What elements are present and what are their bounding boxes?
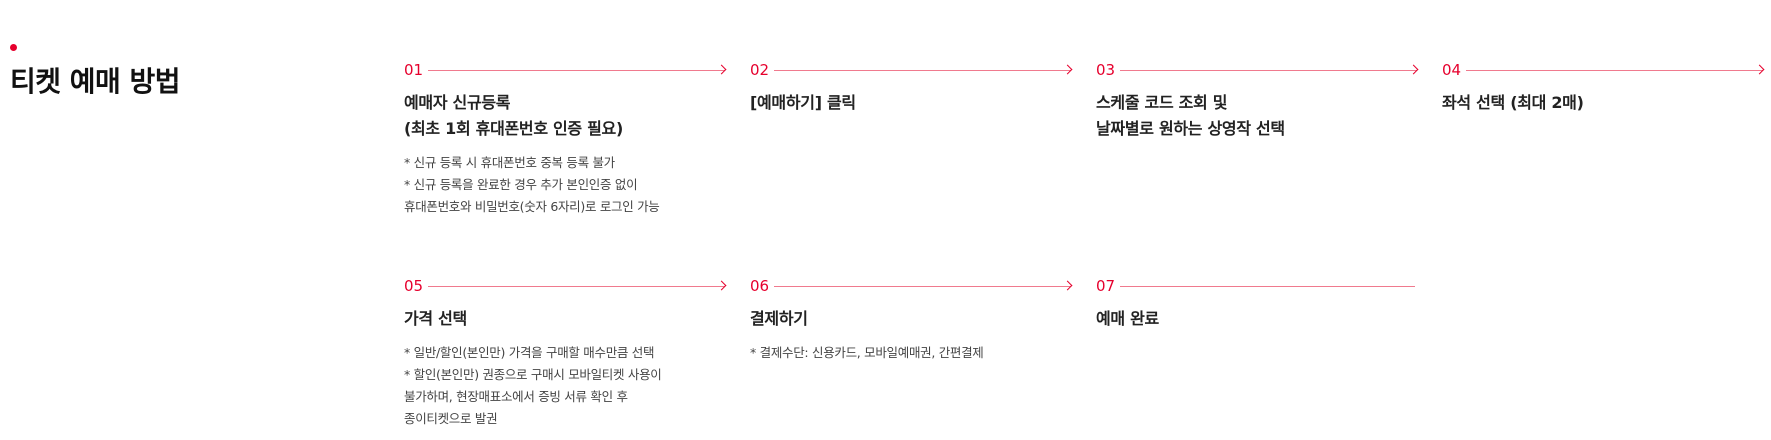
step-notes: * 결제수단: 신용카드, 모바일예매권, 간편결제	[750, 342, 1071, 364]
step-header: 03	[1096, 60, 1419, 80]
step-title: 좌석 선택 (최대 2매)	[1442, 90, 1763, 116]
step-title-line: 가격 선택	[404, 309, 467, 328]
step-connector	[428, 280, 727, 290]
step-title: 가격 선택	[404, 306, 725, 332]
step-title-line: 결제하기	[750, 309, 808, 328]
step-header: 01	[404, 60, 727, 80]
step-number: 07	[1096, 277, 1116, 295]
step-note: * 할인(본인만) 권종으로 구매시 모바일티켓 사용이	[404, 367, 662, 382]
step-note: 휴대폰번호와 비밀번호(숫자 6자리)로 로그인 가능	[404, 199, 660, 214]
step-note: * 일반/할인(본인만) 가격을 구매할 매수만큼 선택	[404, 345, 655, 360]
step-number: 05	[404, 277, 424, 295]
arrow-right-icon	[1062, 280, 1073, 290]
arrow-right-icon	[716, 280, 727, 290]
step-notes: * 일반/할인(본인만) 가격을 구매할 매수만큼 선택 * 할인(본인만) 권…	[404, 342, 725, 430]
step-04: 04 좌석 선택 (최대 2매)	[1442, 60, 1765, 116]
arrow-right-icon	[1408, 64, 1419, 74]
step-title-line: 예매자 신규등록	[404, 93, 511, 112]
step-connector	[774, 64, 1073, 74]
step-connector	[774, 280, 1073, 290]
step-number: 04	[1442, 61, 1462, 79]
step-note: * 결제수단: 신용카드, 모바일예매권, 간편결제	[750, 345, 984, 360]
accent-dot	[10, 44, 17, 51]
step-header: 04	[1442, 60, 1765, 80]
step-header: 06	[750, 276, 1073, 296]
step-title-line: (최초 1회 휴대폰번호 인증 필요)	[404, 119, 623, 138]
step-note: 불가하며, 현장매표소에서 증빙 서류 확인 후	[404, 389, 628, 404]
step-note: * 신규 등록 시 휴대폰번호 중복 등록 불가	[404, 155, 615, 170]
step-number: 02	[750, 61, 770, 79]
step-title-line: 날짜별로 원하는 상영작 선택	[1096, 119, 1285, 138]
step-header: 07	[1096, 276, 1415, 296]
step-03: 03 스케줄 코드 조회 및 날짜별로 원하는 상영작 선택	[1096, 60, 1419, 142]
step-connector	[428, 64, 727, 74]
step-number: 03	[1096, 61, 1116, 79]
step-05: 05 가격 선택 * 일반/할인(본인만) 가격을 구매할 매수만큼 선택 * …	[404, 276, 727, 430]
step-01: 01 예매자 신규등록 (최초 1회 휴대폰번호 인증 필요) * 신규 등록 …	[404, 60, 727, 218]
arrow-right-icon	[1754, 64, 1765, 74]
step-title: 스케줄 코드 조회 및 날짜별로 원하는 상영작 선택	[1096, 90, 1417, 142]
step-notes: * 신규 등록 시 휴대폰번호 중복 등록 불가 * 신규 등록을 완료한 경우…	[404, 152, 725, 218]
step-title: 예매 완료	[1096, 306, 1415, 332]
step-note: * 신규 등록을 완료한 경우 추가 본인인증 없이	[404, 177, 638, 192]
step-connector	[1466, 64, 1765, 74]
step-07: 07 예매 완료	[1096, 276, 1415, 332]
step-note: 종이티켓으로 발권	[404, 411, 498, 426]
step-number: 06	[750, 277, 770, 295]
step-connector	[1120, 285, 1415, 287]
arrow-right-icon	[716, 64, 727, 74]
step-title: [예매하기] 클릭	[750, 90, 1071, 116]
step-title: 예매자 신규등록 (최초 1회 휴대폰번호 인증 필요)	[404, 90, 725, 142]
step-header: 02	[750, 60, 1073, 80]
step-header: 05	[404, 276, 727, 296]
step-title-line: [예매하기] 클릭	[750, 93, 856, 112]
step-number: 01	[404, 61, 424, 79]
step-02: 02 [예매하기] 클릭	[750, 60, 1073, 116]
section-title: 티켓 예매 방법	[10, 65, 181, 98]
arrow-right-icon	[1062, 64, 1073, 74]
step-title-line: 좌석 선택 (최대 2매)	[1442, 93, 1584, 112]
step-06: 06 결제하기 * 결제수단: 신용카드, 모바일예매권, 간편결제	[750, 276, 1073, 364]
step-title-line: 예매 완료	[1096, 309, 1159, 328]
step-title: 결제하기	[750, 306, 1071, 332]
step-connector	[1120, 64, 1419, 74]
step-title-line: 스케줄 코드 조회 및	[1096, 93, 1228, 112]
